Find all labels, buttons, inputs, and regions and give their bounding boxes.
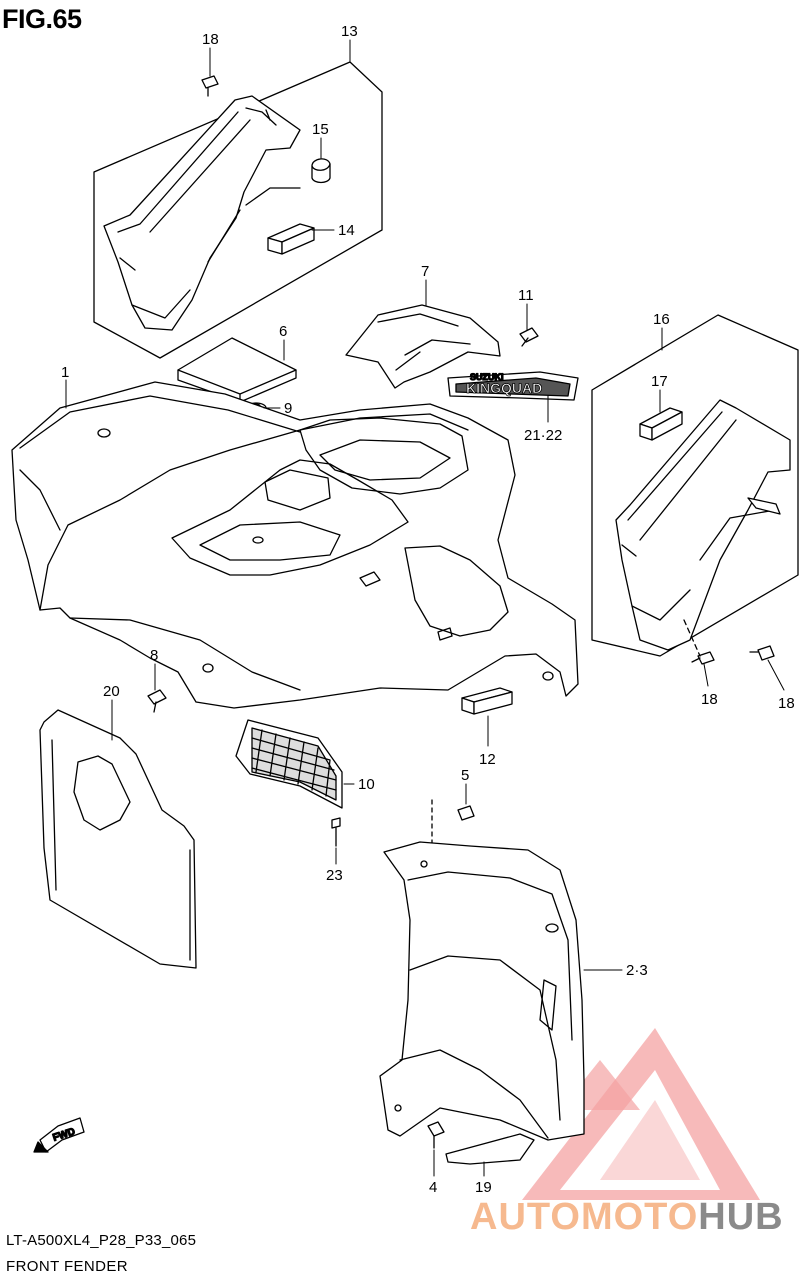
- part-19-strip: [445, 1133, 535, 1165]
- part-14-pad: [267, 223, 315, 255]
- callout-10: 10: [358, 776, 375, 793]
- figure-title: FIG.65: [2, 4, 82, 34]
- part-1-front-fender: [11, 381, 579, 709]
- part-4-clip: [427, 1121, 445, 1149]
- callout-23: 23: [326, 867, 343, 884]
- callout-16: 16: [653, 311, 670, 328]
- callout-12: 12: [479, 751, 496, 768]
- part-21-22-decal: KINGQUAD SUZUKI: [447, 371, 579, 401]
- callout-17: 17: [651, 373, 668, 390]
- part-number-labels: 18 13 15 14 7 11 6 1 9 21·22 16 17 8 20 …: [61, 23, 795, 1196]
- callout-14: 14: [338, 222, 355, 239]
- group-box-16: [591, 314, 799, 657]
- decal-brand: SUZUKI: [470, 372, 504, 382]
- part-15-grommet: [311, 158, 331, 184]
- callout-7: 7: [421, 263, 429, 280]
- callout-19: 19: [475, 1179, 492, 1196]
- part-12-strip: [461, 687, 513, 715]
- callout-18-top: 18: [202, 31, 219, 48]
- leader-lines: [65, 39, 785, 1177]
- callout-8: 8: [150, 647, 158, 664]
- callout-21-22: 21·22: [524, 427, 562, 444]
- decal-name: KINGQUAD: [466, 380, 542, 396]
- part-6-lid: [177, 337, 297, 403]
- callout-11: 11: [518, 287, 534, 304]
- part-20-protector-panel: [39, 709, 197, 969]
- watermark-text: AUTOMOTOHUB: [470, 1196, 784, 1239]
- callout-4: 4: [429, 1179, 437, 1196]
- part-16-side-cover-right: [615, 399, 791, 651]
- watermark-text-b: HUB: [698, 1196, 784, 1238]
- callout-5: 5: [461, 767, 469, 784]
- model-code: LT-A500XL4_P28_P33_065: [6, 1232, 197, 1249]
- part-13-side-cover-left: [103, 95, 301, 331]
- callout-13: 13: [341, 23, 358, 40]
- part-2-3-mud-guard: [379, 841, 585, 1141]
- part-11-screw: [519, 327, 539, 347]
- callout-18-right: 18: [778, 695, 795, 712]
- callout-6: 6: [279, 323, 287, 340]
- callout-15: 15: [312, 121, 329, 138]
- part-23-screw: [331, 817, 341, 847]
- part-18-bolt-top: [201, 75, 219, 97]
- callout-18-middle: 18: [701, 691, 718, 708]
- part-18-bolt-middle: [683, 619, 715, 665]
- callout-2-3: 2·3: [626, 962, 648, 979]
- callout-20: 20: [103, 683, 120, 700]
- part-10-grille: [235, 719, 343, 809]
- part-18-bolt-right: [749, 645, 775, 661]
- callout-9: 9: [284, 400, 292, 417]
- part-17-pad: [639, 407, 683, 441]
- watermark-text-a: AUTOMOTO: [470, 1196, 699, 1238]
- fwd-direction-marker: FWD: [33, 1117, 85, 1153]
- part-7-cover: [345, 304, 501, 389]
- part-8-screw: [147, 689, 167, 713]
- figure-caption: FRONT FENDER: [6, 1258, 129, 1275]
- callout-1: 1: [61, 364, 69, 381]
